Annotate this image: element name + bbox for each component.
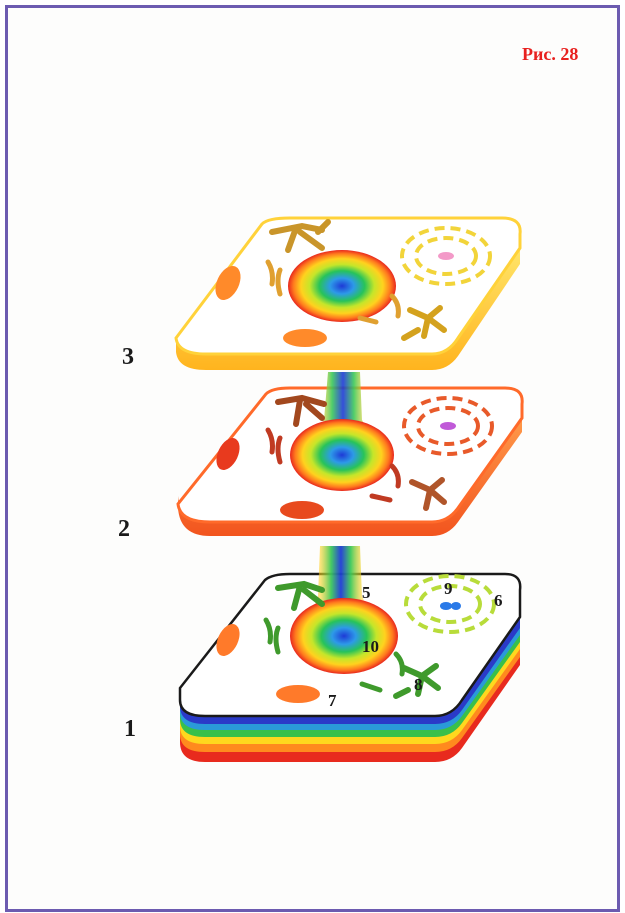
callout-5: 5 <box>362 583 371 602</box>
mitochondrion <box>215 266 241 300</box>
centriole <box>451 602 461 610</box>
callout-10: 10 <box>362 637 379 656</box>
golgi-apparatus <box>409 477 447 511</box>
endoplasmic-reticulum <box>275 394 327 427</box>
layer-1-organelles <box>216 574 496 703</box>
vesicles <box>263 617 405 693</box>
chloroplast-outline <box>400 226 492 286</box>
callout-8: 8 <box>414 675 423 694</box>
level-label-3: 3 <box>122 344 134 370</box>
golgi-apparatus <box>401 305 447 341</box>
chloroplast-outline <box>404 574 496 634</box>
golgi-apparatus <box>393 663 441 699</box>
mitochondrion <box>283 329 327 347</box>
mitochondrion <box>280 501 324 519</box>
nucleus <box>290 419 394 491</box>
mitochondrion <box>216 438 240 470</box>
vesicles <box>265 259 401 325</box>
nucleus <box>290 598 398 674</box>
level-label-2: 2 <box>118 516 130 542</box>
centriole <box>438 252 454 260</box>
centriole <box>440 602 452 610</box>
callout-9: 9 <box>444 579 453 598</box>
callout-7: 7 <box>328 691 337 710</box>
vesicles <box>265 427 401 503</box>
mitochondrion <box>276 685 320 703</box>
chloroplast-outline <box>402 396 494 456</box>
mitochondrion <box>216 624 240 656</box>
layer-2-organelles <box>216 394 494 519</box>
endoplasmic-reticulum <box>275 580 325 611</box>
nucleus <box>288 250 396 322</box>
layer-3-organelles <box>215 219 492 347</box>
figure-caption: Рис. 28 <box>522 44 579 64</box>
callout-6: 6 <box>494 591 503 610</box>
centriole <box>440 422 456 430</box>
level-label-1: 1 <box>124 716 136 742</box>
endoplasmic-reticulum <box>269 219 331 253</box>
